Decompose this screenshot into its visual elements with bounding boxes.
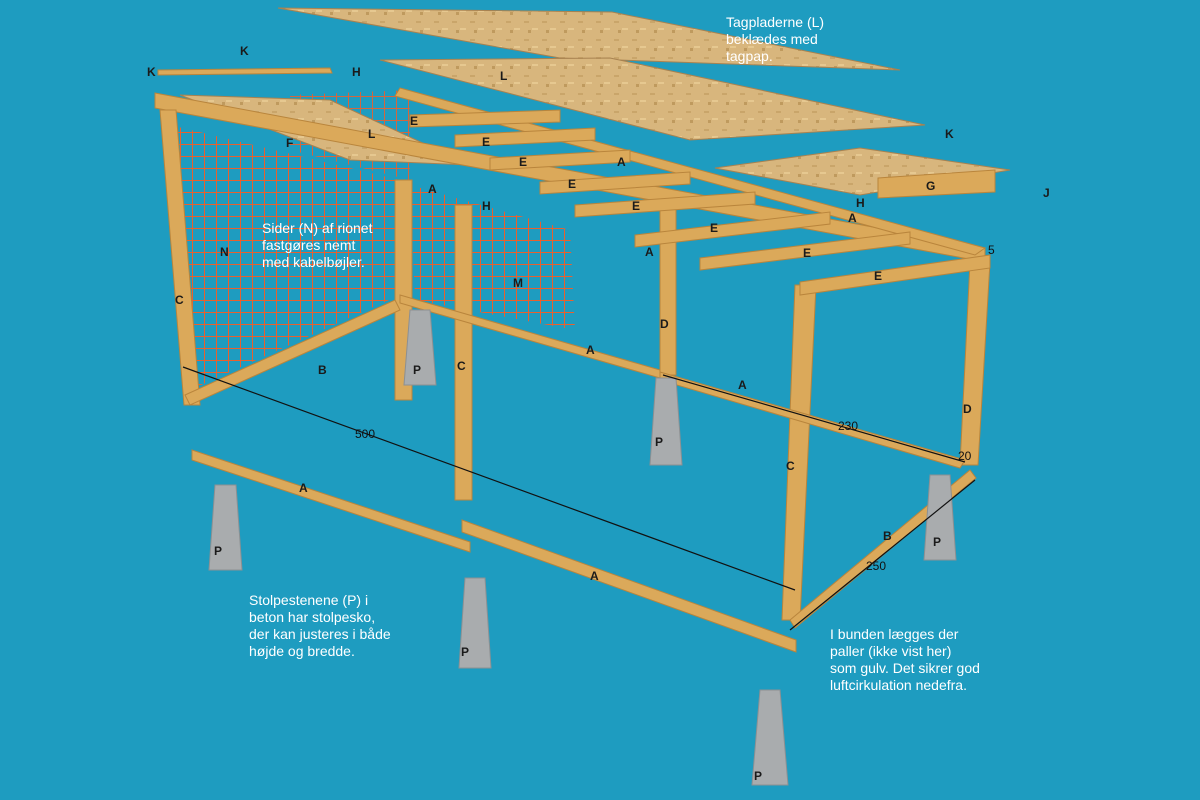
roof-panel-top: [277, 7, 901, 71]
label-a-right: A: [738, 378, 747, 392]
label-a-top-4: A: [645, 245, 654, 259]
label-m: M: [513, 276, 523, 290]
label-e-8: E: [874, 269, 882, 283]
dim-width: 230: [838, 419, 858, 433]
label-a-loose-1: A: [299, 481, 308, 495]
label-l-roof: L: [500, 69, 507, 83]
note-posts-line-1: Stolpestenene (P) i: [249, 592, 369, 608]
label-d-right: D: [963, 402, 972, 416]
note-floor: I bunden lægges der paller (ikke vist he…: [830, 626, 980, 694]
label-b-side: B: [318, 363, 327, 377]
note-roof-line-3: tagpap.: [726, 48, 773, 64]
label-a-top-1: A: [617, 155, 626, 169]
note-roof-line-1: Tagpladerne (L): [726, 14, 825, 30]
post-stones: [208, 309, 957, 786]
label-c-right: C: [786, 459, 795, 473]
label-g: G: [926, 179, 935, 193]
label-p-1: P: [413, 363, 421, 377]
label-k-right: K: [945, 127, 954, 141]
label-k-loose: K: [240, 44, 249, 58]
label-h-right: H: [856, 196, 865, 210]
roof-panel-middle: [379, 57, 926, 141]
note-floor-line-2: paller (ikke vist her): [830, 643, 952, 659]
label-e-6: E: [710, 221, 718, 235]
label-e-1: E: [410, 114, 418, 128]
mesh-back-m: [410, 185, 575, 330]
label-h-mid: H: [482, 199, 491, 213]
note-floor-line-1: I bunden lægges der: [830, 626, 959, 642]
label-j: J: [1043, 186, 1050, 200]
label-e-5: E: [632, 199, 640, 213]
note-posts: Stolpestenene (P) i beton har stolpesko,…: [249, 592, 391, 660]
roof-panel-right: [714, 147, 1011, 196]
dim-length: 500: [355, 427, 375, 441]
gable-board-g: [877, 169, 996, 199]
note-floor-line-4: luftcirkulation nedefra.: [830, 677, 967, 693]
board-k-loose: [157, 67, 333, 76]
label-a-top-3: A: [848, 211, 857, 225]
label-c-left: C: [175, 293, 184, 307]
note-sides: Sider (N) af rionet fastgøres nemt med k…: [262, 220, 372, 271]
label-e-2: E: [482, 135, 490, 149]
label-e-7: E: [803, 246, 811, 260]
dim-offset: 20: [958, 449, 972, 463]
dim-depth: 250: [866, 559, 886, 573]
label-p-4: P: [461, 645, 469, 659]
note-roof-line-2: beklædes med: [726, 31, 818, 47]
label-c-mid: C: [457, 359, 466, 373]
label-n: N: [220, 245, 229, 259]
label-e-4: E: [568, 177, 576, 191]
label-a-rear: A: [586, 343, 595, 357]
label-p-2: P: [655, 435, 663, 449]
label-k-left: K: [147, 65, 156, 79]
note-floor-line-3: som gulv. Det sikrer god: [830, 660, 980, 676]
dimension-lines: [182, 366, 976, 631]
label-f: F: [286, 136, 293, 150]
note-roof: Tagpladerne (L) beklædes med tagpap.: [726, 14, 824, 65]
frame: [154, 87, 991, 653]
note-sides-line-3: med kabelbøjler.: [262, 254, 365, 270]
label-p-6: P: [754, 769, 762, 783]
label-a-top-2: A: [428, 182, 437, 196]
label-e-3: E: [519, 155, 527, 169]
note-posts-line-2: beton har stolpesko,: [249, 609, 376, 625]
dim-small: 5: [988, 243, 995, 257]
note-sides-line-1: Sider (N) af rionet: [262, 220, 373, 236]
label-d-mid: D: [660, 317, 669, 331]
label-a-loose-2: A: [590, 569, 599, 583]
mesh-side-n: [170, 125, 400, 390]
note-sides-line-2: fastgøres nemt: [262, 237, 356, 253]
note-posts-line-4: højde og bredde.: [249, 643, 355, 659]
label-p-5: P: [933, 535, 941, 549]
label-l-installed: L: [368, 127, 375, 141]
part-labels: K K H L L F E E E E E E E E A A A A H K …: [147, 44, 1050, 783]
label-b-front: B: [883, 529, 892, 543]
label-p-3: P: [214, 544, 222, 558]
note-posts-line-3: der kan justeres i både: [249, 626, 391, 642]
label-h-top: H: [352, 65, 361, 79]
